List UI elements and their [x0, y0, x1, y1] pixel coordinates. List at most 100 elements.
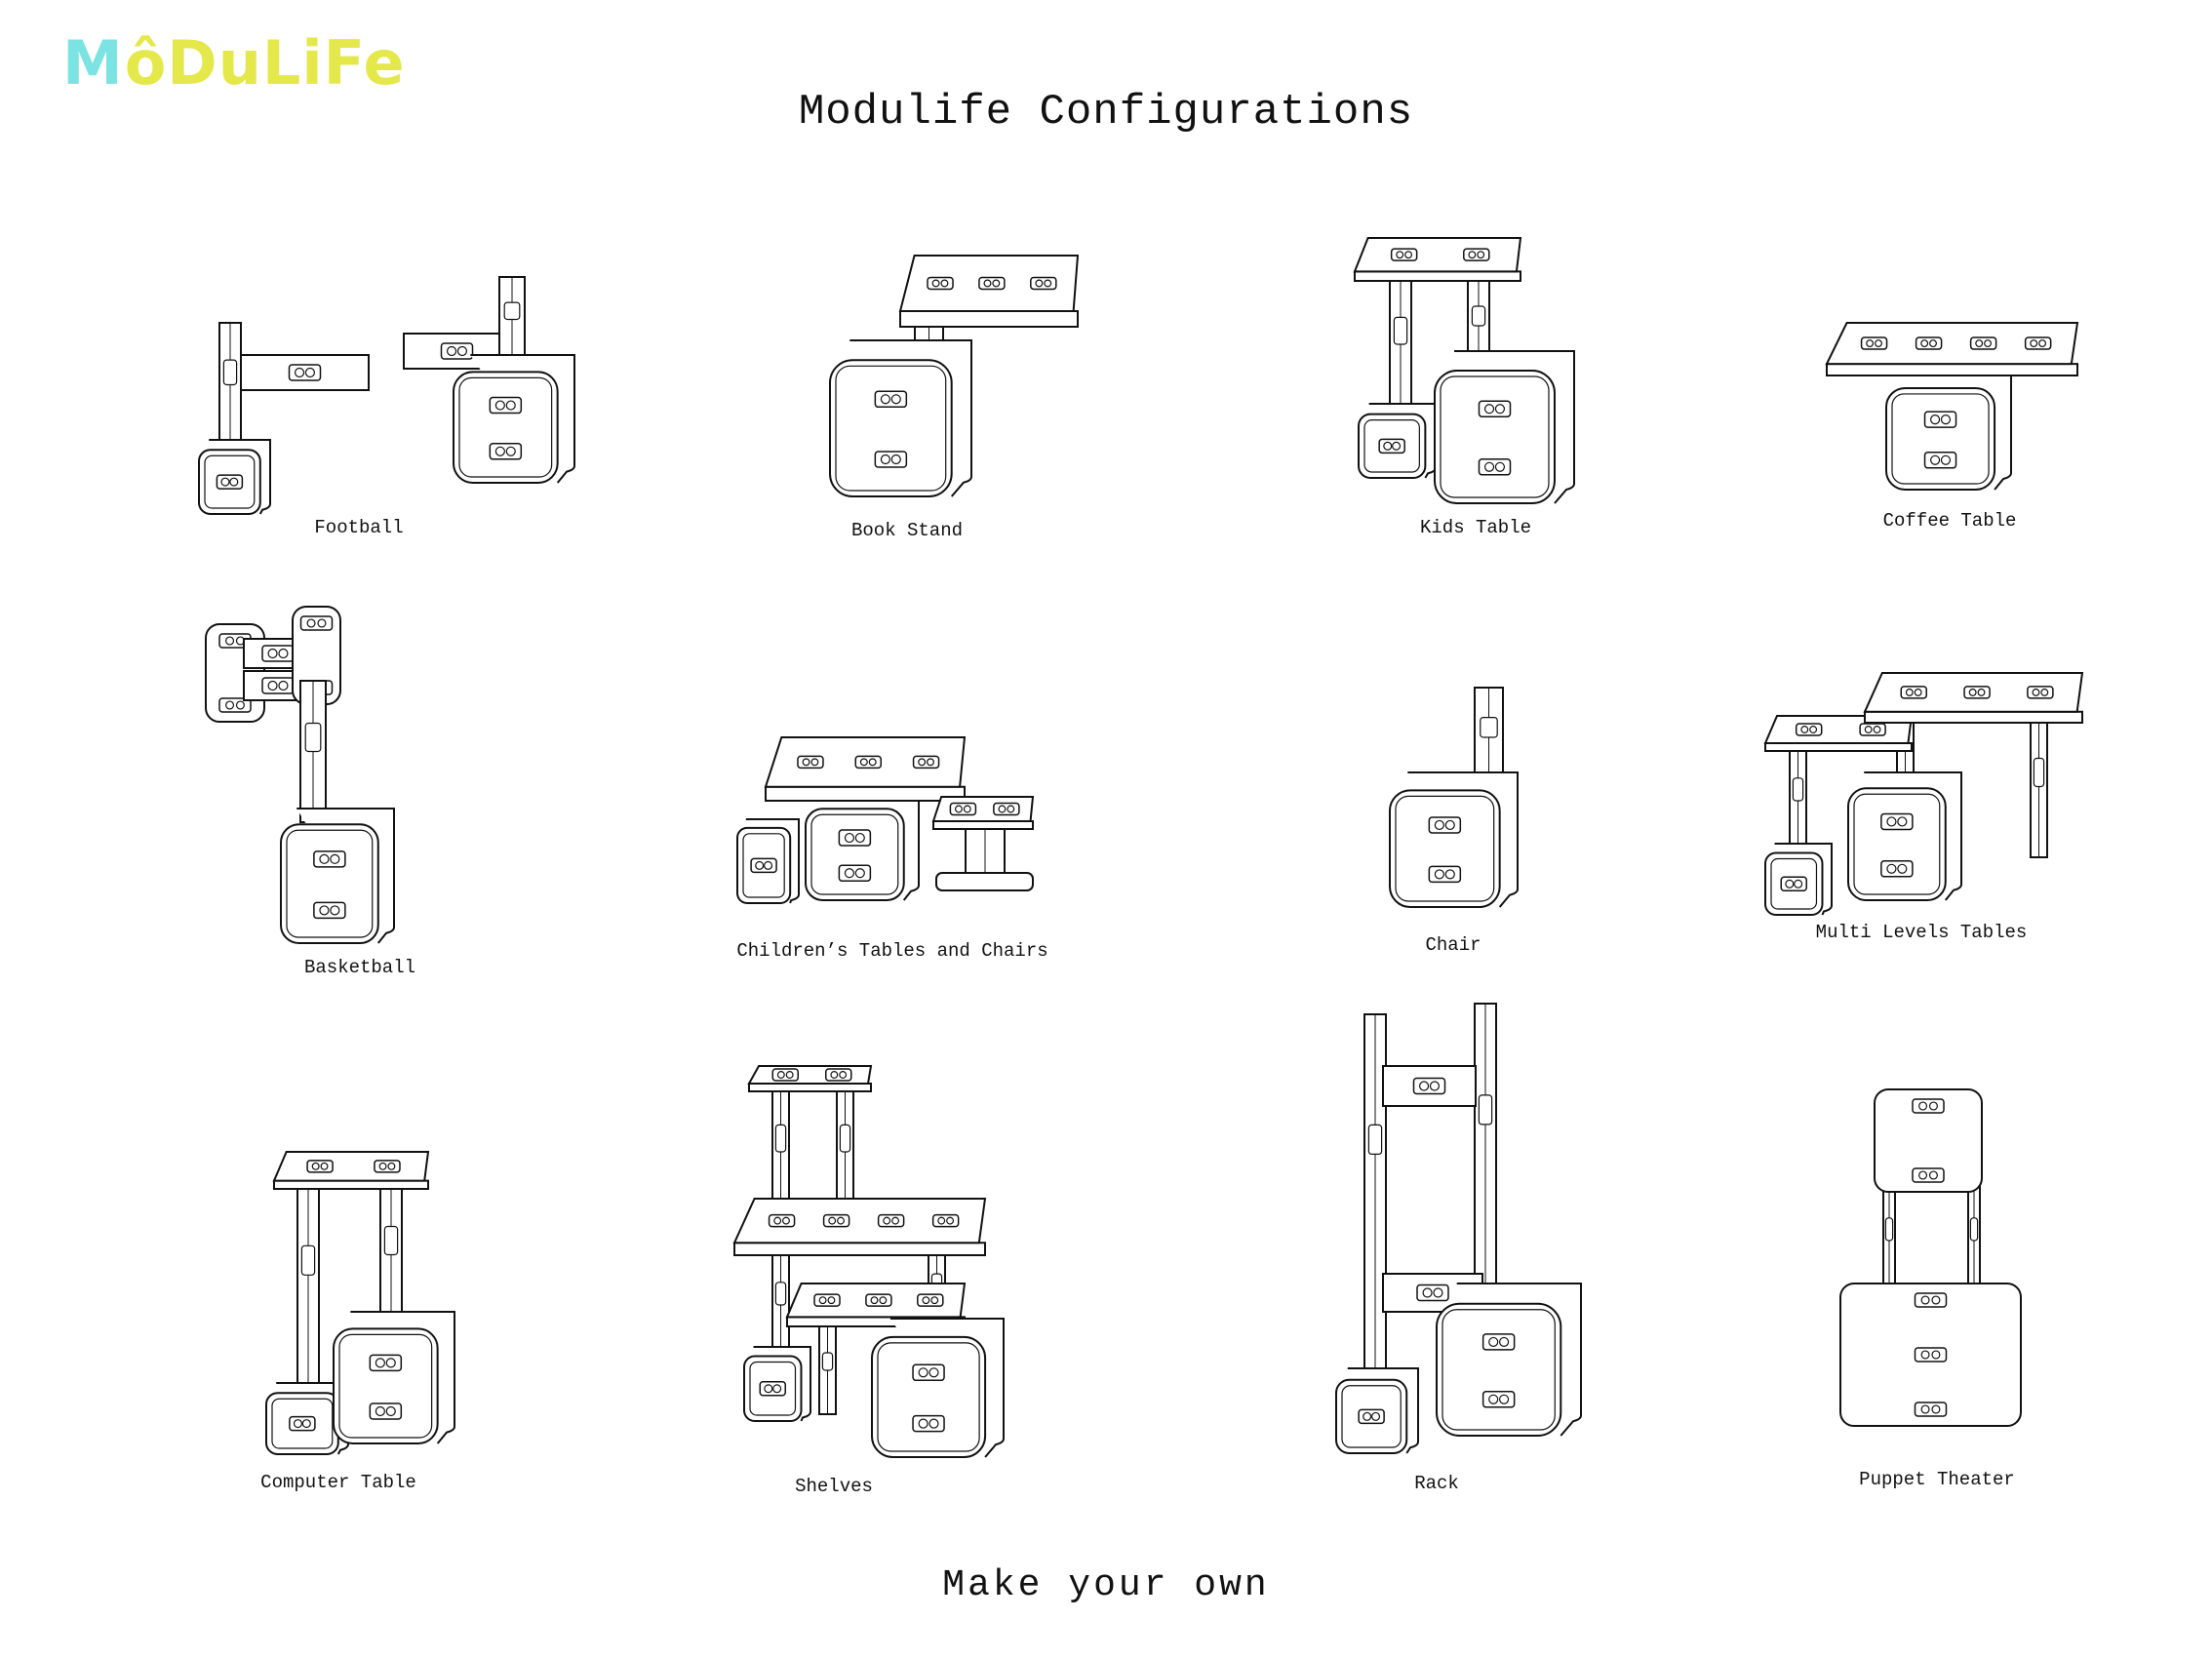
connector-slot [813, 1293, 841, 1307]
slot-hole [235, 700, 245, 710]
cube-inner [1891, 393, 1990, 485]
slot-hole [1371, 1411, 1381, 1421]
cube-module [1436, 1283, 1582, 1437]
connector-slot [838, 864, 872, 882]
slot-hole [1494, 461, 1506, 472]
post-module [1389, 276, 1412, 413]
post-slot [821, 1352, 834, 1371]
slot-hole [854, 868, 865, 879]
label-computer-table: Computer Table [260, 1472, 416, 1493]
connector-slot [931, 1213, 960, 1228]
connector-slot [1412, 1077, 1446, 1095]
slot-hole [375, 1358, 385, 1368]
cube-module [333, 1311, 455, 1444]
cube-module [829, 339, 972, 497]
connector-slot [1860, 336, 1888, 350]
cube-inner [1853, 793, 1941, 895]
plate-edge [273, 1179, 429, 1190]
post-module [818, 1325, 837, 1415]
slot-hole [827, 1296, 836, 1305]
slot-hole [1044, 279, 1052, 288]
slot-hole [1433, 1287, 1443, 1298]
slot-hole [1809, 726, 1818, 733]
cube-inner [1341, 1385, 1402, 1448]
cube-inner [204, 454, 256, 509]
plate-edge [1354, 270, 1521, 282]
label-basketball: Basketball [303, 957, 416, 978]
slot-hole [1035, 279, 1044, 288]
table-plate [1825, 322, 2079, 376]
post-module [2030, 715, 2048, 858]
slot-hole [1488, 1394, 1499, 1404]
slot-hole [890, 394, 901, 405]
slot-hole [505, 400, 516, 411]
slot-hole [1494, 404, 1506, 415]
slot-hole [763, 860, 773, 870]
slot-hole [891, 1216, 900, 1225]
post-slot [1480, 716, 1498, 738]
connector-slot [978, 276, 1006, 291]
connector-slot [1859, 723, 1886, 736]
cube-module [265, 1382, 349, 1455]
slot-hole [928, 1367, 939, 1378]
post-module [218, 322, 242, 448]
slot-hole [1800, 726, 1809, 733]
slot-hole [883, 1216, 891, 1225]
connector-slot [261, 645, 295, 662]
slot-hole [1404, 251, 1413, 259]
slot-hole [854, 832, 865, 844]
cube-face [280, 823, 379, 944]
connector-slot [1969, 336, 1997, 350]
slot-hole [1914, 688, 1922, 696]
slot-hole [304, 367, 316, 378]
slot-hole [317, 618, 327, 628]
slot-hole [385, 1405, 396, 1417]
post-slot [222, 359, 238, 386]
table-plate [732, 1198, 987, 1256]
connector-slot [288, 364, 322, 381]
slot-hole [375, 1405, 385, 1417]
post-slot [1969, 1217, 1979, 1242]
post-module [498, 276, 526, 363]
slot-hole [1396, 251, 1404, 259]
slot-hole [802, 758, 810, 767]
cube-face [333, 1327, 439, 1444]
cube-module [1847, 771, 1962, 901]
cube-module [198, 439, 271, 515]
connector-slot [1795, 723, 1823, 736]
slot-hole [773, 1216, 782, 1225]
slot-hole [755, 860, 765, 870]
plate-edge [733, 1242, 986, 1256]
connector-slot [1915, 336, 1943, 350]
slot-hole [1897, 816, 1908, 827]
table-plate [931, 796, 1035, 830]
post-module [1474, 1003, 1497, 1310]
connector-slot [1463, 248, 1490, 261]
slot-hole [1931, 1295, 1941, 1305]
cube-inner [1395, 795, 1495, 902]
label-rack: Rack [1414, 1473, 1459, 1494]
slot-hole [1905, 688, 1914, 696]
slot-hole [776, 1071, 785, 1079]
slot-hole [1383, 441, 1393, 451]
post-slot [1884, 1217, 1894, 1242]
slot-hole [928, 1418, 939, 1429]
post-module [296, 1183, 320, 1391]
slot-hole [844, 868, 855, 879]
connector-slot [874, 390, 908, 409]
bar [1382, 1065, 1477, 1107]
label-shelves: Shelves [795, 1476, 873, 1497]
slot-hole [320, 1162, 329, 1170]
slot-hole [319, 905, 330, 916]
slot-hole [1897, 863, 1908, 874]
label-chair: Chair [1425, 934, 1481, 956]
slot-hole [306, 618, 316, 628]
slot-hole [1864, 726, 1873, 733]
slot-hole [2030, 339, 2038, 348]
plate-edge [765, 785, 966, 802]
connector-slot [261, 677, 295, 694]
label-kids-table: Kids Table [1419, 517, 1532, 538]
connector-slot [927, 276, 954, 291]
slot-hole [1931, 1350, 1941, 1360]
connector-slot [1478, 458, 1512, 476]
